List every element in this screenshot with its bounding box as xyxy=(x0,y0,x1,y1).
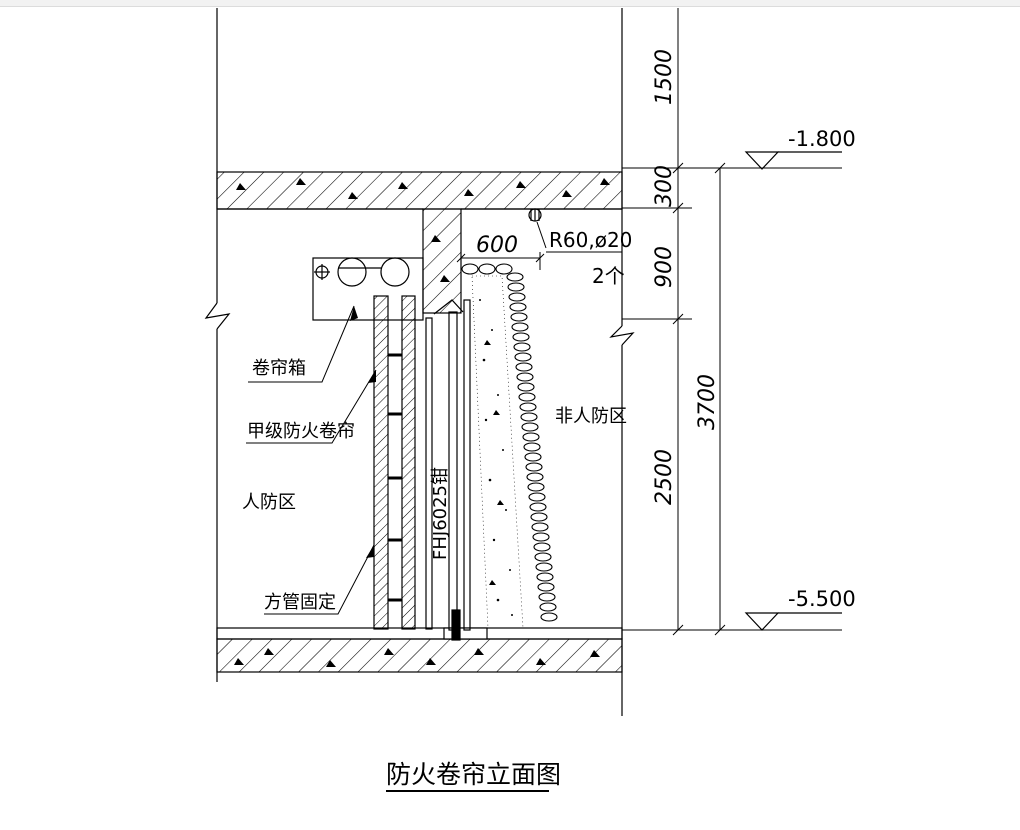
rebar-note-leader xyxy=(536,221,622,253)
dim-600 xyxy=(456,252,545,270)
leader-arrows xyxy=(350,306,376,558)
label-non-civil-defense-zone: 非人防区 xyxy=(555,406,627,427)
rebar-coil xyxy=(461,263,558,622)
anchor-symbol xyxy=(528,208,542,222)
label-civil-defense-zone: 人防区 xyxy=(242,492,296,513)
bottom-slab xyxy=(216,627,623,673)
dim-300-label: 300 xyxy=(652,165,677,207)
dim-3700-label: 3700 xyxy=(695,374,720,430)
roll-box xyxy=(312,257,424,321)
label-door-model: FHJ6025钳 xyxy=(430,467,451,560)
label-square-tube: 方管固定 xyxy=(264,592,336,613)
elevation-bottom-label: -5.500 xyxy=(788,587,856,611)
label-fire-shutter: 甲级防火卷帘 xyxy=(247,421,355,442)
vertical-dimensions xyxy=(622,8,842,636)
dim-1500-label: 1500 xyxy=(652,49,677,105)
blast-door xyxy=(425,299,471,641)
label-leaders xyxy=(246,305,377,615)
shutter-rails xyxy=(373,295,416,630)
window-top-strip xyxy=(0,0,1020,7)
dim-900-label: 900 xyxy=(652,246,677,288)
elevation-top-label: -1.800 xyxy=(788,127,856,151)
dim-600-label: 600 xyxy=(476,233,518,258)
label-roll-box: 卷帘箱 xyxy=(252,358,306,379)
break-marks xyxy=(204,302,635,346)
drawing-title: 防火卷帘立面图 xyxy=(386,760,561,789)
elevation-marker-top xyxy=(744,151,842,170)
concrete-fill xyxy=(471,275,524,629)
dim-2500-label: 2500 xyxy=(652,449,677,505)
elevation-marker-bottom xyxy=(744,612,842,631)
rebar-count: 2个 xyxy=(592,264,625,288)
rebar-note: R60,ø20 xyxy=(549,228,632,252)
